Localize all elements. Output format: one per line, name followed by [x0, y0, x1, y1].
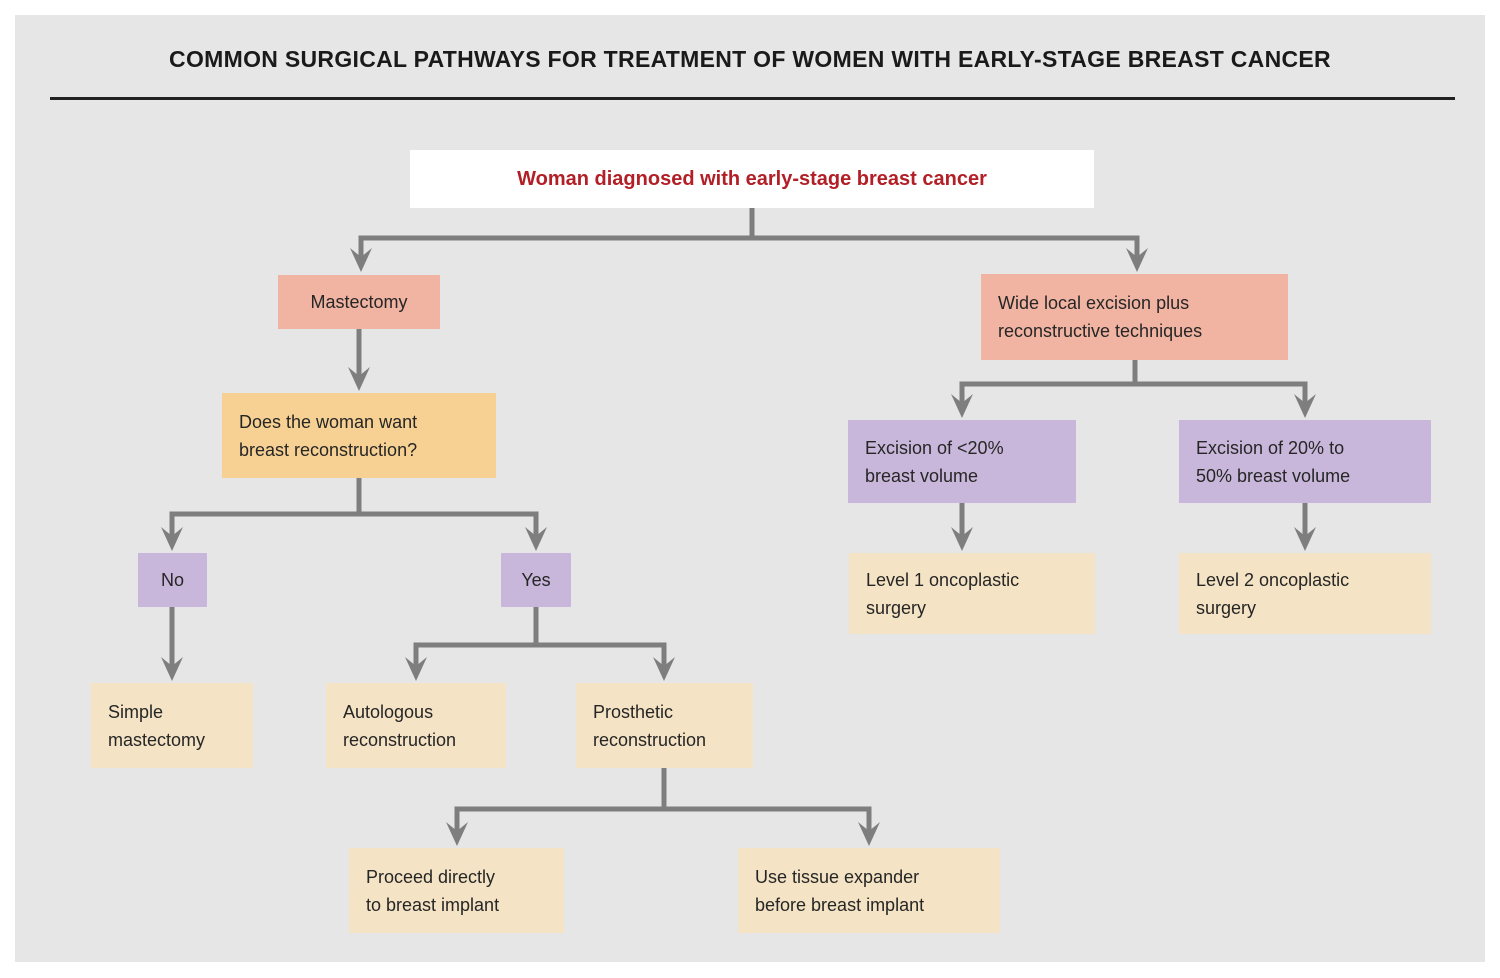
node-reconstruction-question: Does the woman want breast reconstructio…: [222, 393, 496, 478]
node-autologous-reconstruction: Autologous reconstruction: [326, 683, 506, 768]
node-prosthetic-reconstruction: Prosthetic reconstruction: [576, 683, 753, 768]
node-mastectomy: Mastectomy: [278, 275, 440, 329]
node-level1-oncoplastic-surgery: Level 1 oncoplastic surgery: [849, 553, 1095, 634]
node-answer-yes: Yes: [501, 553, 571, 607]
node-excision-under-20: Excision of <20% breast volume: [848, 420, 1076, 503]
node-proceed-direct-implant: Proceed directly to breast implant: [349, 848, 564, 933]
node-wide-local-excision: Wide local excision plus reconstructive …: [981, 274, 1288, 360]
title-rule: [50, 97, 1455, 100]
node-excision-20-to-50: Excision of 20% to 50% breast volume: [1179, 420, 1431, 503]
figure-title: COMMON SURGICAL PATHWAYS FOR TREATMENT O…: [169, 46, 1331, 72]
node-tissue-expander: Use tissue expander before breast implan…: [738, 848, 1000, 933]
node-simple-mastectomy: Simple mastectomy: [91, 683, 253, 768]
arrowheads: [161, 248, 1316, 846]
node-answer-no: No: [138, 553, 207, 607]
node-diagnosis: Woman diagnosed with early-stage breast …: [410, 150, 1094, 208]
node-level2-oncoplastic-surgery: Level 2 oncoplastic surgery: [1179, 553, 1431, 634]
